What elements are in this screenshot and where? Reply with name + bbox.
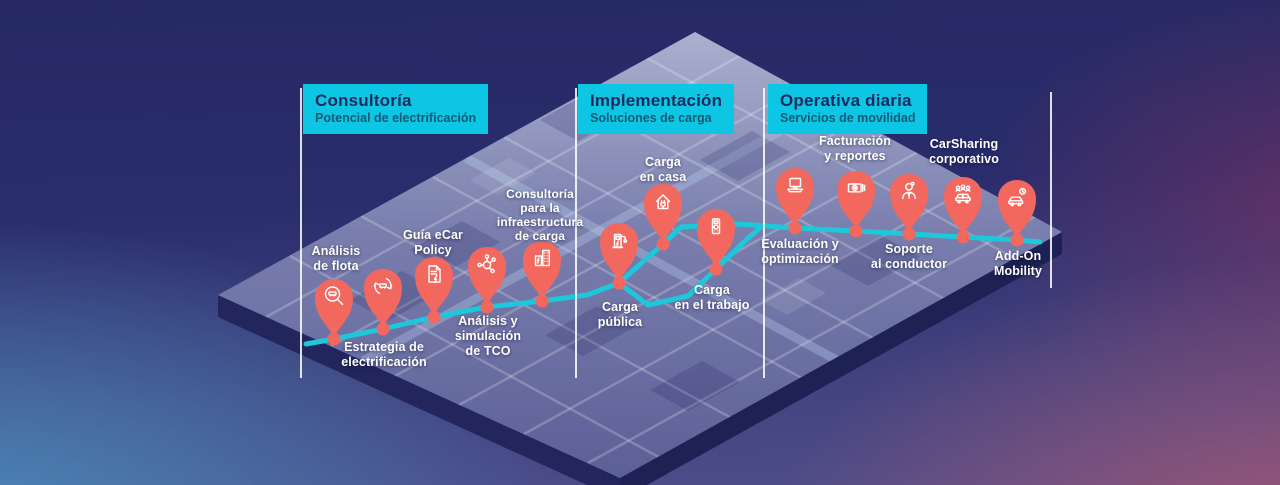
network-nodes-icon: [477, 254, 496, 274]
charging-buildings-icon: [534, 249, 551, 267]
stop-label-carga-trabajo: Carga en el trabajo: [674, 283, 750, 312]
phase-header-implementacion: Implementación Soluciones de carga: [578, 84, 735, 135]
map-pin-carsharing: [940, 173, 986, 237]
map-pin-carga-trabajo: [693, 205, 739, 269]
stop-label-carga-casa: Carga en casa: [639, 155, 687, 184]
phase-subtitle: Potencial de electrificación: [315, 110, 477, 125]
stop-label-guia-ecar: Guía eCar Policy: [403, 228, 463, 257]
map-edge-right: [620, 232, 1062, 485]
phase-subtitle: Soluciones de carga: [590, 110, 712, 125]
map-pin-infraestructura: [519, 237, 565, 301]
magnifier-car-icon: [324, 286, 344, 306]
map-pin-soporte: [886, 170, 932, 234]
phase-separator-2: [575, 88, 577, 378]
stop-label-carsharing: CarSharing corporativo: [929, 137, 999, 166]
map-surface: [218, 32, 1062, 478]
phase-title: Operativa diaria: [780, 91, 912, 110]
phase-header-operativa: Operativa diaria Servicios de movilidad: [768, 84, 928, 135]
phase-separator-1: [300, 88, 302, 378]
map-pin-carga-publica: [596, 219, 642, 283]
support-agent-icon: [902, 181, 916, 200]
map-pin-evaluacion: [772, 164, 818, 228]
map-pin-estrategia: [360, 265, 406, 329]
carsharing-icon: [955, 184, 971, 204]
map-pin-guia-ecar: [411, 253, 457, 317]
phase-separator-4: [1050, 92, 1052, 288]
phase-header-consultoria: Consultoría Potencial de electrificación: [303, 84, 489, 135]
stop-label-infraestructura: Consultoría para la infraestructura de c…: [496, 187, 584, 244]
wallbox-icon: [711, 218, 721, 235]
stop-label-soporte: Soporte al conductor: [870, 242, 948, 271]
stop-label-addon: Add-On Mobility: [993, 249, 1043, 278]
laptop-icon: [787, 177, 804, 193]
map-pin-analisis-tco: [464, 243, 510, 307]
policy-document-icon: [428, 265, 441, 284]
banknote-icon: [847, 183, 866, 193]
map-pin-analisis-flota: [311, 275, 357, 339]
recycle-arrows-icon: [373, 277, 393, 295]
stop-label-estrategia: Estrategia de electrificación: [341, 340, 427, 369]
phase-subtitle: Servicios de movilidad: [780, 110, 916, 125]
stop-label-evaluacion: Evaluación y optimización: [761, 237, 839, 266]
stop-label-carga-publica: Carga pública: [597, 300, 643, 329]
phase-title: Implementación: [590, 91, 723, 110]
phase-title: Consultoría: [315, 91, 412, 110]
map-pin-addon-mobility: [994, 176, 1040, 240]
route-loop-path: [616, 223, 765, 308]
map-pin-facturacion: [833, 167, 879, 231]
phase-separator-3: [763, 88, 765, 378]
stop-label-analisis-flota: Análisis de flota: [311, 244, 361, 273]
route-stop-dots: [327, 221, 1024, 346]
car-clock-icon: [1008, 187, 1027, 207]
stop-label-analisis-tco: Análisis y simulación de TCO: [454, 314, 522, 358]
stop-label-facturacion: Facturación y reportes: [819, 134, 891, 163]
charging-station-icon: [612, 233, 628, 249]
map-pin-carga-casa: [640, 180, 686, 244]
house-plug-icon: [655, 194, 671, 210]
